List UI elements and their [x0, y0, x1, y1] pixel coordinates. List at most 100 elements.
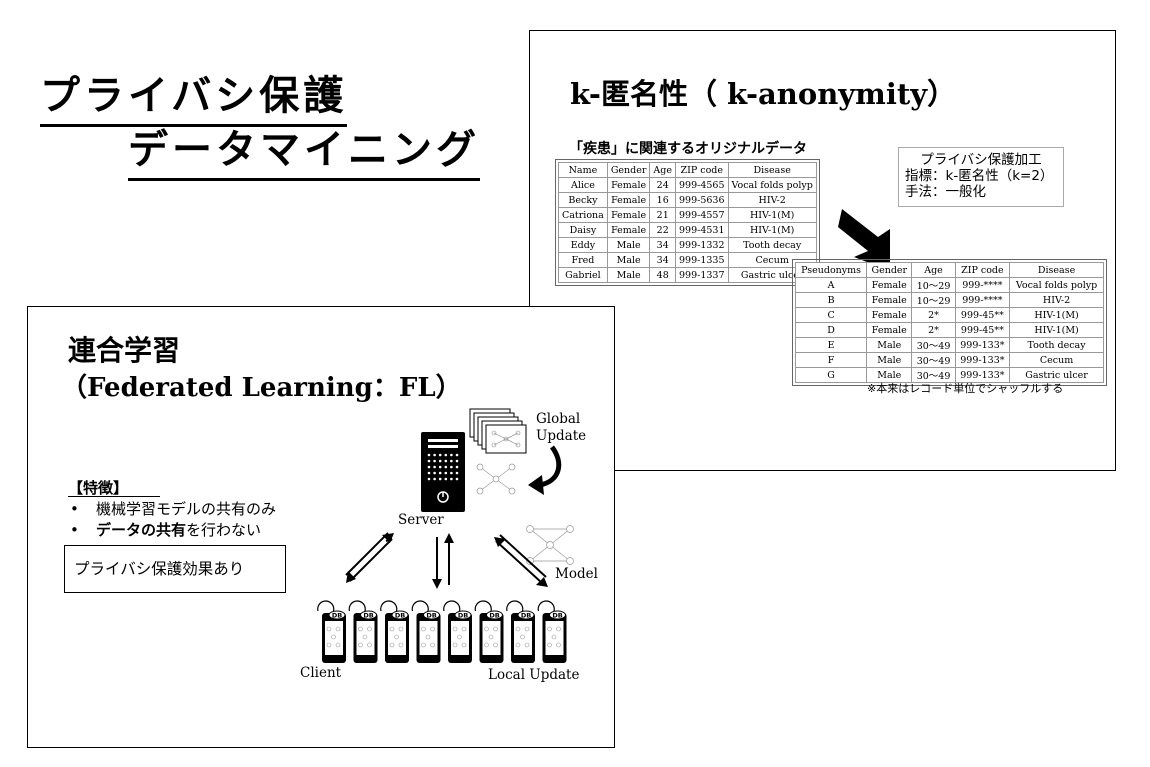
table-header: ZIP code	[675, 162, 729, 178]
table-cell: G	[794, 367, 868, 383]
table-cell: Gastric ulcer	[727, 267, 817, 283]
curved-down-arrow-icon	[838, 209, 890, 271]
table-cell: 999-45**	[954, 307, 1011, 323]
features-underline	[68, 496, 160, 497]
table-header: Disease	[727, 162, 817, 178]
client-phone-icon: DB	[317, 600, 346, 663]
original-table-caption: 「疾患」に関連するオリジナルデータ	[569, 141, 807, 157]
table-cell: Female	[606, 207, 651, 223]
table-cell: Gabriel	[558, 267, 608, 283]
table-cell: Female	[866, 322, 913, 338]
client-phone-icon: DB	[443, 600, 472, 663]
table-header: Age	[649, 162, 676, 178]
db-label: DB	[426, 612, 436, 620]
table-cell: 30～49	[911, 352, 956, 368]
table-cell: 999-5636	[675, 192, 729, 208]
feature-text: を行わない	[186, 521, 262, 539]
table-cell: Female	[606, 222, 651, 238]
table-cell: Becky	[558, 192, 608, 208]
privacy-effect-box: プライバシ保護効果あり	[64, 545, 286, 593]
table-cell: 999-133*	[954, 337, 1011, 353]
process-method: 手法：一般化	[905, 184, 986, 200]
table-cell: HIV-1(M)	[727, 222, 817, 238]
table-header: Gender	[606, 162, 651, 178]
table-cell: Male	[866, 337, 913, 353]
table-cell: 999-1337	[675, 267, 729, 283]
right-exchange-arrows-icon	[494, 534, 548, 587]
table-cell: Male	[606, 237, 651, 253]
global-update-label-1: Global	[536, 411, 581, 427]
feature-item: •データの共有を行わない	[70, 519, 261, 540]
client-phone-icon: DB	[348, 600, 378, 663]
table-header-row: Pseudonyms Gender Age ZIP code Disease	[794, 262, 1104, 278]
features-label: 【特徴】	[68, 479, 129, 497]
table-cell: D	[794, 322, 868, 338]
db-label: DB	[521, 612, 531, 620]
fl-title-english: （Federated Learning：FL）	[61, 373, 462, 403]
shuffle-note: ※本来はレコード単位でシャッフルする	[867, 382, 1064, 395]
client-model-network-icon	[526, 525, 574, 565]
table-cell: 999-4557	[675, 207, 729, 223]
table-cell: Tooth decay	[727, 237, 817, 253]
table-cell: HIV-1(M)	[1009, 307, 1104, 323]
neural-network-icon	[476, 463, 516, 495]
db-label: DB	[552, 612, 562, 620]
client-phone-icon: DB	[411, 600, 441, 663]
global-update-arrow-icon	[528, 445, 562, 495]
table-cell: Catriona	[558, 207, 608, 223]
table-cell: 999-133*	[954, 367, 1011, 383]
feature-item: •機械学習モデルの共有のみ	[70, 498, 276, 519]
db-label: DB	[332, 612, 342, 620]
center-exchange-arrows-icon	[432, 533, 454, 589]
table-cell: 999-****	[954, 292, 1011, 308]
table-cell: Tooth decay	[1009, 337, 1104, 353]
table-cell: 2*	[911, 307, 956, 323]
server-icon	[421, 432, 465, 512]
table-cell: Male	[866, 352, 913, 368]
privacy-process-box: プライバシ保護加工 指標：k-匿名性（k=2） 手法：一般化	[898, 147, 1064, 207]
left-exchange-arrows-icon	[345, 532, 394, 583]
table-cell: 999-1332	[675, 237, 729, 253]
table-cell: B	[794, 292, 868, 308]
table-cell: 999-45**	[954, 322, 1011, 338]
federated-learning-slide: 連合学習 （Federated Learning：FL） 【特徴】 •機械学習モ…	[27, 306, 615, 748]
table-cell: Daisy	[558, 222, 608, 238]
table-cell: Eddy	[558, 237, 608, 253]
main-title-line2: データマイニング	[128, 130, 480, 181]
table-cell: Female	[866, 277, 913, 293]
table-cell: Male	[866, 367, 913, 383]
table-cell: 34	[649, 252, 676, 268]
table-cell: 16	[649, 192, 676, 208]
process-index: 指標：k-匿名性（k=2）	[905, 168, 1054, 184]
server-label: Server	[398, 512, 444, 528]
db-label: DB	[458, 612, 468, 620]
table-cell: Female	[606, 192, 651, 208]
table-cell: 21	[649, 207, 676, 223]
table-cell: 999-1335	[675, 252, 729, 268]
local-update-label: Local Update	[488, 667, 580, 683]
table-cell: Female	[866, 292, 913, 308]
global-model-stack-icon	[469, 408, 527, 454]
table-cell: 30～49	[911, 337, 956, 353]
process-title: プライバシ保護加工	[920, 152, 1042, 168]
table-cell: 999-4565	[675, 177, 729, 193]
anonymized-data-table: Pseudonyms Gender Age ZIP code Disease A…	[792, 259, 1107, 386]
global-update-label-2: Update	[536, 428, 587, 444]
table-cell: HIV-2	[727, 192, 817, 208]
client-phone-icon: DB	[380, 600, 409, 663]
table-cell: 999-****	[954, 277, 1011, 293]
table-header: Gender	[866, 262, 913, 278]
table-header: Age	[911, 262, 956, 278]
